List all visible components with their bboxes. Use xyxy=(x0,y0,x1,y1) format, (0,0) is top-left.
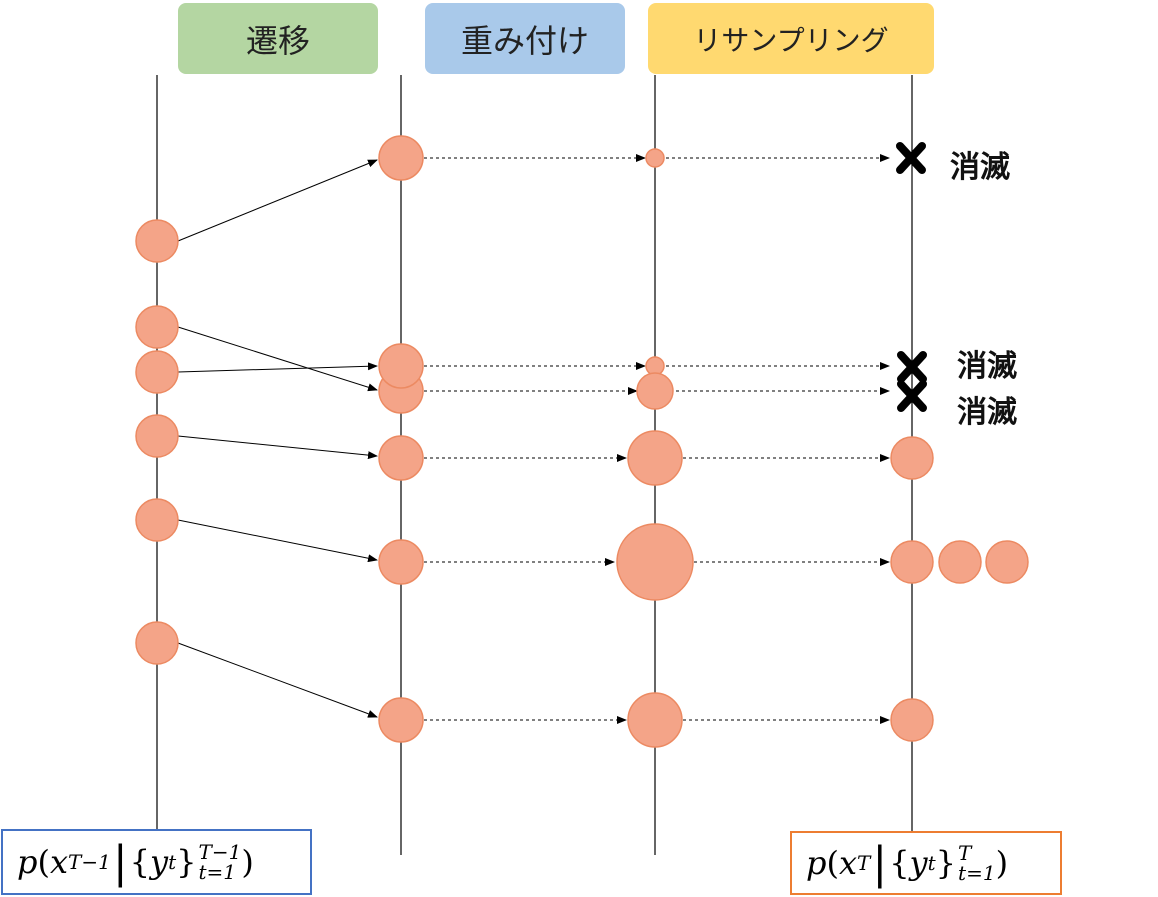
vanish-x-icon xyxy=(896,142,926,174)
resampled-particle xyxy=(890,540,934,584)
weighted-particle xyxy=(627,430,683,486)
formula-x: x xyxy=(49,843,69,881)
formula-y: y xyxy=(909,844,928,882)
formula-x: x xyxy=(838,844,858,882)
resampled-particle xyxy=(890,436,934,480)
vanish-label: 消滅 xyxy=(950,150,1010,185)
formula-y: y xyxy=(150,843,169,881)
header-weighting: 重み付け xyxy=(425,3,625,74)
transition-arrow xyxy=(177,159,378,242)
prior-particle xyxy=(135,350,179,394)
transition-arrow xyxy=(177,519,378,563)
formula-lower-limit: t=1 xyxy=(198,860,237,884)
prior-particle xyxy=(135,414,179,458)
formula-p: p xyxy=(17,843,38,881)
transitioned-particle xyxy=(378,135,424,181)
vanish-x-icon xyxy=(897,380,927,412)
weighted-particle xyxy=(616,523,694,601)
transitioned-particle xyxy=(378,343,424,389)
resampling-arrows xyxy=(666,154,890,724)
resampled-particle xyxy=(985,540,1029,584)
transition-arrow xyxy=(177,642,378,718)
vanish-label: 消滅 xyxy=(957,349,1017,384)
transitioned-particle xyxy=(378,539,424,585)
weighted-particle xyxy=(627,692,683,748)
formula-upper-limit: T−1 xyxy=(198,840,242,864)
formula-upper-limit: T xyxy=(958,841,972,865)
weighted-particle xyxy=(636,372,674,410)
formula-x-subscript: T−1 xyxy=(68,850,111,874)
formula-lower-limit: t=1 xyxy=(958,861,996,885)
vanish-x-icon xyxy=(897,351,927,383)
vanish-markers xyxy=(896,142,927,412)
header-resampling: リサンプリング xyxy=(648,3,934,74)
header-transition: 遷移 xyxy=(178,3,378,74)
prior-particle xyxy=(135,305,179,349)
weighted-particle xyxy=(645,148,665,168)
prior-particle xyxy=(135,498,179,542)
transition-arrow xyxy=(177,435,378,460)
formula-y-subscript: t xyxy=(168,850,177,874)
resampled-particle xyxy=(938,540,982,584)
formula-y-subscript: t xyxy=(927,851,936,875)
particles xyxy=(135,135,1029,748)
prior-particle xyxy=(135,621,179,665)
weighting-arrows xyxy=(424,154,646,724)
transition-arrow xyxy=(177,362,378,373)
transition-arrow xyxy=(177,326,378,392)
prior-particle xyxy=(135,219,179,263)
transitioned-particle xyxy=(378,435,424,481)
transitioned-particle xyxy=(378,697,424,743)
resampled-particle xyxy=(890,698,934,742)
formula-p: p xyxy=(806,844,827,882)
vanish-label: 消滅 xyxy=(957,395,1017,430)
transition-arrows xyxy=(177,159,378,718)
formula-x-subscript: T xyxy=(857,851,871,875)
